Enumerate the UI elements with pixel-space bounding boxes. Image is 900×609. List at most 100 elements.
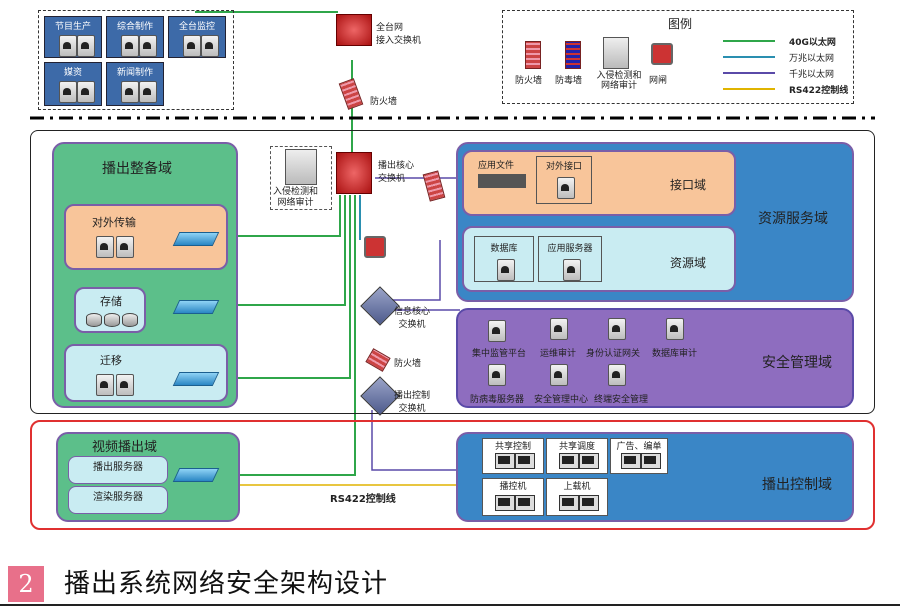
server-icon <box>77 81 95 103</box>
zone-program: 节目生产 <box>44 16 102 58</box>
pc-icon <box>559 453 579 469</box>
control-item-label: 上载机 <box>563 482 591 492</box>
res-item1-label: 数据库 <box>490 244 518 254</box>
res-title: 资源域 <box>670 256 707 270</box>
info-core-label: 信息核心 交换机 <box>394 307 431 330</box>
security-item-label: 身份认证网关 <box>586 349 641 359</box>
rs422-label: RS422控制线 <box>330 494 396 505</box>
server-icon <box>121 81 139 103</box>
line-40g <box>210 195 341 237</box>
storage-zone: 存储 <box>74 287 146 333</box>
server-icon <box>608 318 626 340</box>
middle-region <box>30 130 875 414</box>
ids-label: 入侵检测和 网络审计 <box>273 187 319 208</box>
legend-line-samples <box>723 40 775 90</box>
transfer-label: 对外传输 <box>92 216 136 229</box>
server-icon <box>139 35 157 57</box>
access-switch-icon <box>336 14 372 46</box>
caption-underline <box>0 604 900 606</box>
switch-icon <box>172 372 220 386</box>
playout-server-box: 播出服务器 <box>68 456 168 484</box>
server-icon <box>488 364 506 386</box>
server-icon <box>116 236 134 258</box>
app-file-icon <box>478 174 526 188</box>
legend-line-label: 万兆以太网 <box>789 54 835 64</box>
interface-item1-label: 应用文件 <box>478 161 515 171</box>
server-icon <box>77 35 95 57</box>
security-item-label: 集中监管平台 <box>472 349 527 359</box>
migrate-label: 迁移 <box>100 354 122 367</box>
zone-news: 新闻制作 <box>106 62 164 106</box>
server-icon <box>497 259 515 281</box>
disk-icon <box>104 313 120 327</box>
control-item-box: 上载机 <box>546 478 608 516</box>
control-title: 播出控制域 <box>762 477 832 493</box>
ids-box: 入侵检测和 网络审计 <box>270 146 332 210</box>
legend: 图例 防火墙 防毒墙 入侵检测和网络审计 网闸 40G以太网 万兆以太网 千兆以… <box>502 10 854 104</box>
pc-icon <box>579 453 599 469</box>
external-interface-box: 对外接口 <box>536 156 592 204</box>
firewall-label: 防火墙 <box>370 97 398 107</box>
control-item-box: 播控机 <box>482 478 544 516</box>
server-icon <box>59 35 77 57</box>
pc-icon <box>559 495 579 511</box>
server-icon <box>563 259 581 281</box>
firewall2-label: 防火墙 <box>394 359 422 369</box>
zone-monitor-label: 全台监控 <box>178 22 215 32</box>
antivirus-wall-icon <box>565 41 581 69</box>
gateway-icon <box>651 43 673 65</box>
line-1g <box>375 240 441 301</box>
line-40g <box>210 195 351 379</box>
security-item-label: 防病毒服务器 <box>470 395 525 405</box>
control-item-label: 共享控制 <box>494 442 531 452</box>
server-icon <box>139 81 157 103</box>
switch-icon <box>172 300 220 314</box>
core-switch-icon <box>336 152 372 194</box>
zone-comprehensive: 综合制作 <box>106 16 164 58</box>
core-switch-label: 播出核心 交换机 <box>378 161 415 184</box>
database-box: 数据库 <box>474 236 534 282</box>
render-server-label: 渲染服务器 <box>93 492 143 503</box>
legend-icon-label: 网闸 <box>649 76 668 86</box>
broadcast-prep-title: 播出整备域 <box>102 161 172 177</box>
pc-icon <box>515 453 535 469</box>
security-item-label: 安全管理中心 <box>534 395 589 405</box>
interface-item2-label: 对外接口 <box>545 162 582 172</box>
control-switch-label: 播出控制 交换机 <box>394 391 431 414</box>
legend-icon-label: 入侵检测和网络审计 <box>596 71 642 91</box>
caption-text: 播出系统网络安全架构设计 <box>64 569 389 599</box>
server-icon <box>666 318 684 340</box>
server-icon <box>550 364 568 386</box>
server-icon <box>59 81 77 103</box>
control-item-label: 广告、编单 <box>616 442 662 452</box>
legend-line-label: RS422控制线 <box>789 86 849 96</box>
legend-line-label: 千兆以太网 <box>789 70 835 80</box>
server-icon <box>183 35 201 57</box>
pc-icon <box>579 495 599 511</box>
zone-news-label: 新闻制作 <box>116 68 153 78</box>
ids-audit-icon <box>603 37 629 69</box>
line-1g <box>371 410 460 471</box>
resource-title: 资源服务域 <box>758 211 828 227</box>
server-icon <box>116 374 134 396</box>
security-item-label: 终端安全管理 <box>594 395 649 405</box>
gateway-icon <box>364 236 386 258</box>
render-server-box: 渲染服务器 <box>68 486 168 514</box>
control-item-box: 共享调度 <box>546 438 608 474</box>
playout-server-label: 播出服务器 <box>93 462 143 473</box>
storage-label: 存储 <box>100 295 122 308</box>
control-item-label: 播控机 <box>499 482 527 492</box>
server-icon <box>488 320 506 342</box>
pc-icon <box>621 453 641 469</box>
line-40g <box>200 195 356 476</box>
pc-icon <box>641 453 661 469</box>
server-icon <box>121 35 139 57</box>
legend-icon-label: 防毒墙 <box>555 76 583 86</box>
control-item-box: 共享控制 <box>482 438 544 474</box>
server-icon <box>201 35 219 57</box>
zone-monitor: 全台监控 <box>168 16 226 58</box>
legend-title: 图例 <box>668 17 693 31</box>
interface-title: 接口域 <box>670 178 707 192</box>
security-item-label: 运维审计 <box>540 349 577 359</box>
